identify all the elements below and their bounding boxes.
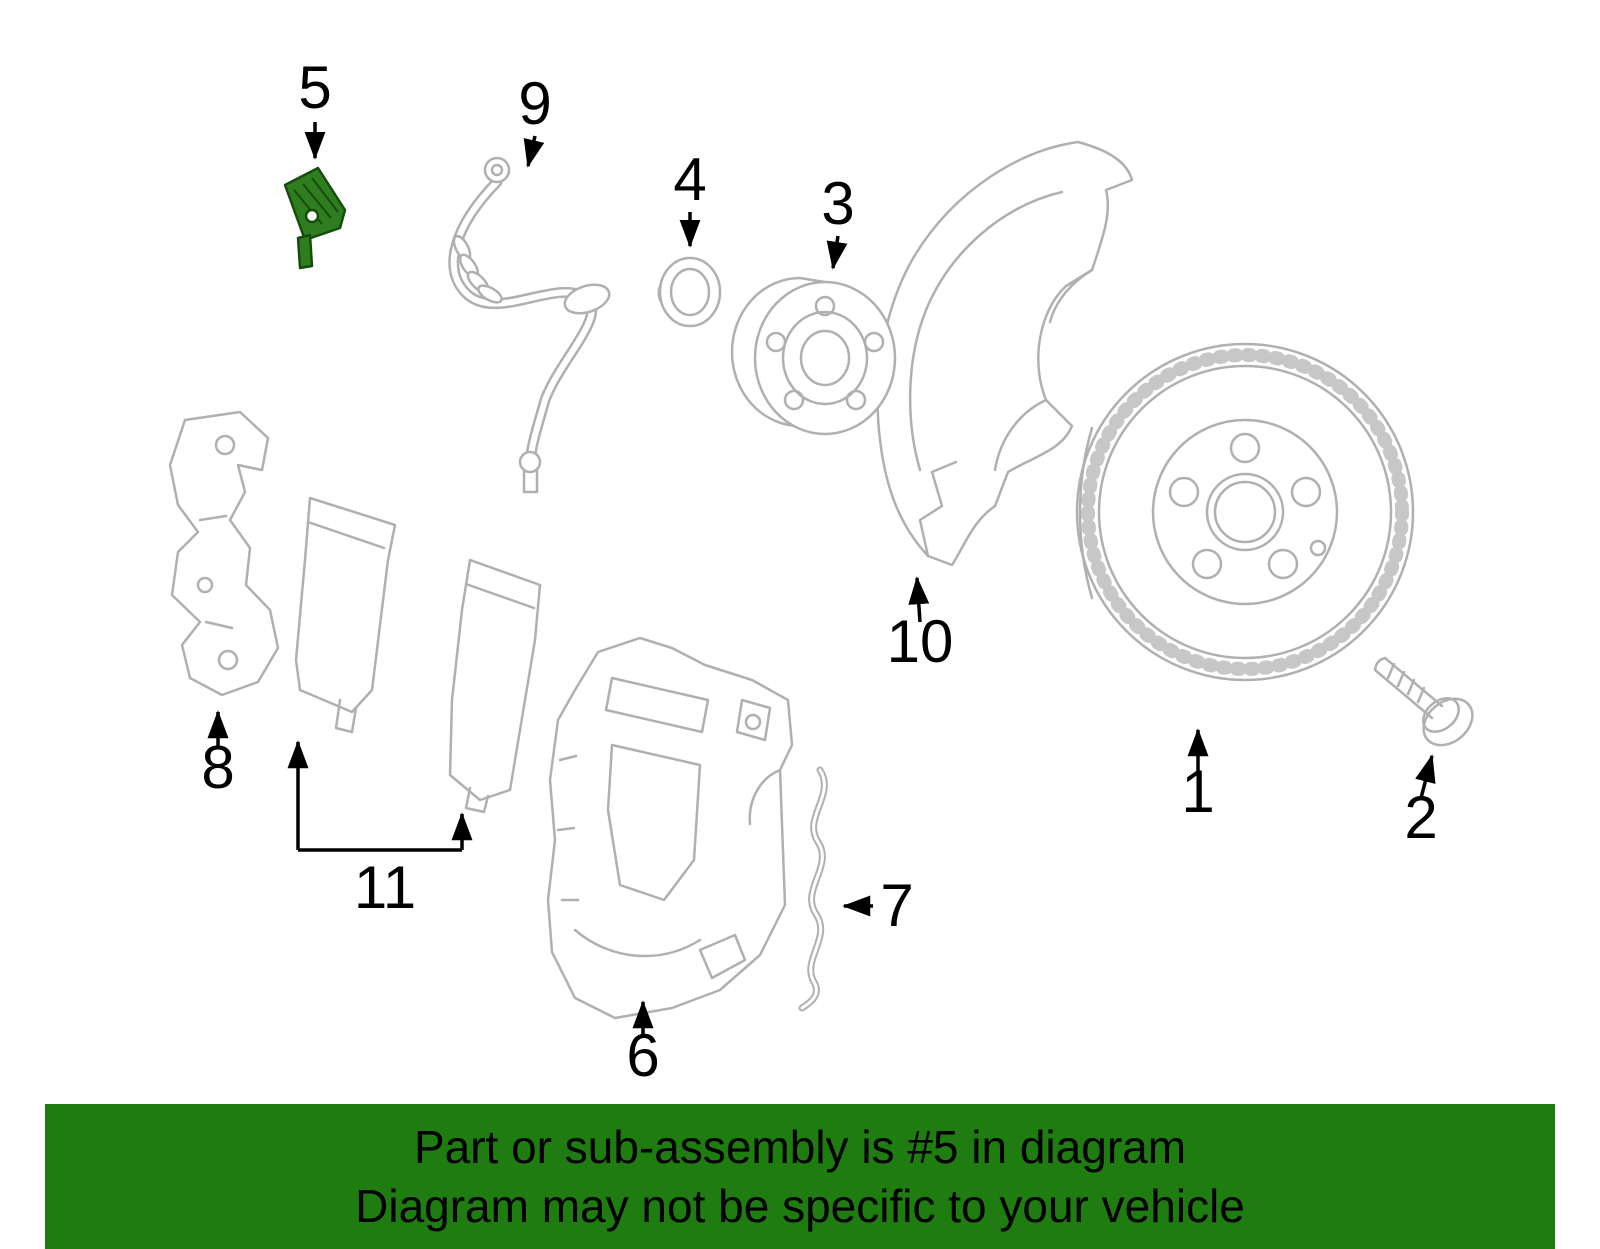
- brake-pads-drawing: [296, 498, 540, 812]
- callout-4-label: 4: [673, 146, 706, 213]
- callout-7-label: 7: [880, 872, 913, 939]
- callout-2-arrow: [1415, 754, 1436, 799]
- mounting-bolt-drawing: [1375, 658, 1482, 755]
- hub-bearing-drawing: [732, 278, 895, 434]
- splash-shield-drawing: [878, 142, 1132, 565]
- callout-3-label: 3: [821, 170, 854, 237]
- callout-6-label: 6: [626, 1022, 659, 1089]
- callout-9-arrow: [523, 135, 545, 168]
- caliper-drawing: [548, 638, 792, 1018]
- callout-10-arrow: [908, 576, 930, 623]
- callout-1-label: 1: [1181, 758, 1214, 825]
- callout-5-label: 5: [298, 54, 331, 121]
- callout-8-label: 8: [201, 734, 234, 801]
- brake-rotor-drawing: [1077, 344, 1413, 680]
- callout-labels: 5 9 4 3 10 1 2 8 11 6 7: [201, 54, 1437, 1089]
- brake-hose-drawing: [451, 158, 613, 492]
- banner-line-1: Part or sub-assembly is #5 in diagram: [413, 1121, 1187, 1174]
- seal-drawing: [659, 258, 720, 326]
- banner-line-2: Diagram may not be specific to your vehi…: [355, 1179, 1245, 1232]
- pad-clip-drawing: [802, 770, 824, 1008]
- callout-arrows: [207, 122, 1436, 1036]
- wear-sensor-drawing: [283, 166, 347, 270]
- callout-2-label: 2: [1404, 784, 1437, 851]
- highlight-banner: Part or sub-assembly is #5 in diagram Di…: [45, 1104, 1555, 1249]
- line-art-layer: [170, 142, 1482, 1018]
- callout-11-label: 11: [354, 854, 416, 921]
- callout-3-arrow: [826, 235, 848, 270]
- caliper-bracket-drawing: [170, 412, 278, 695]
- callout-9-label: 9: [518, 70, 551, 137]
- callout-10-label: 10: [887, 608, 954, 675]
